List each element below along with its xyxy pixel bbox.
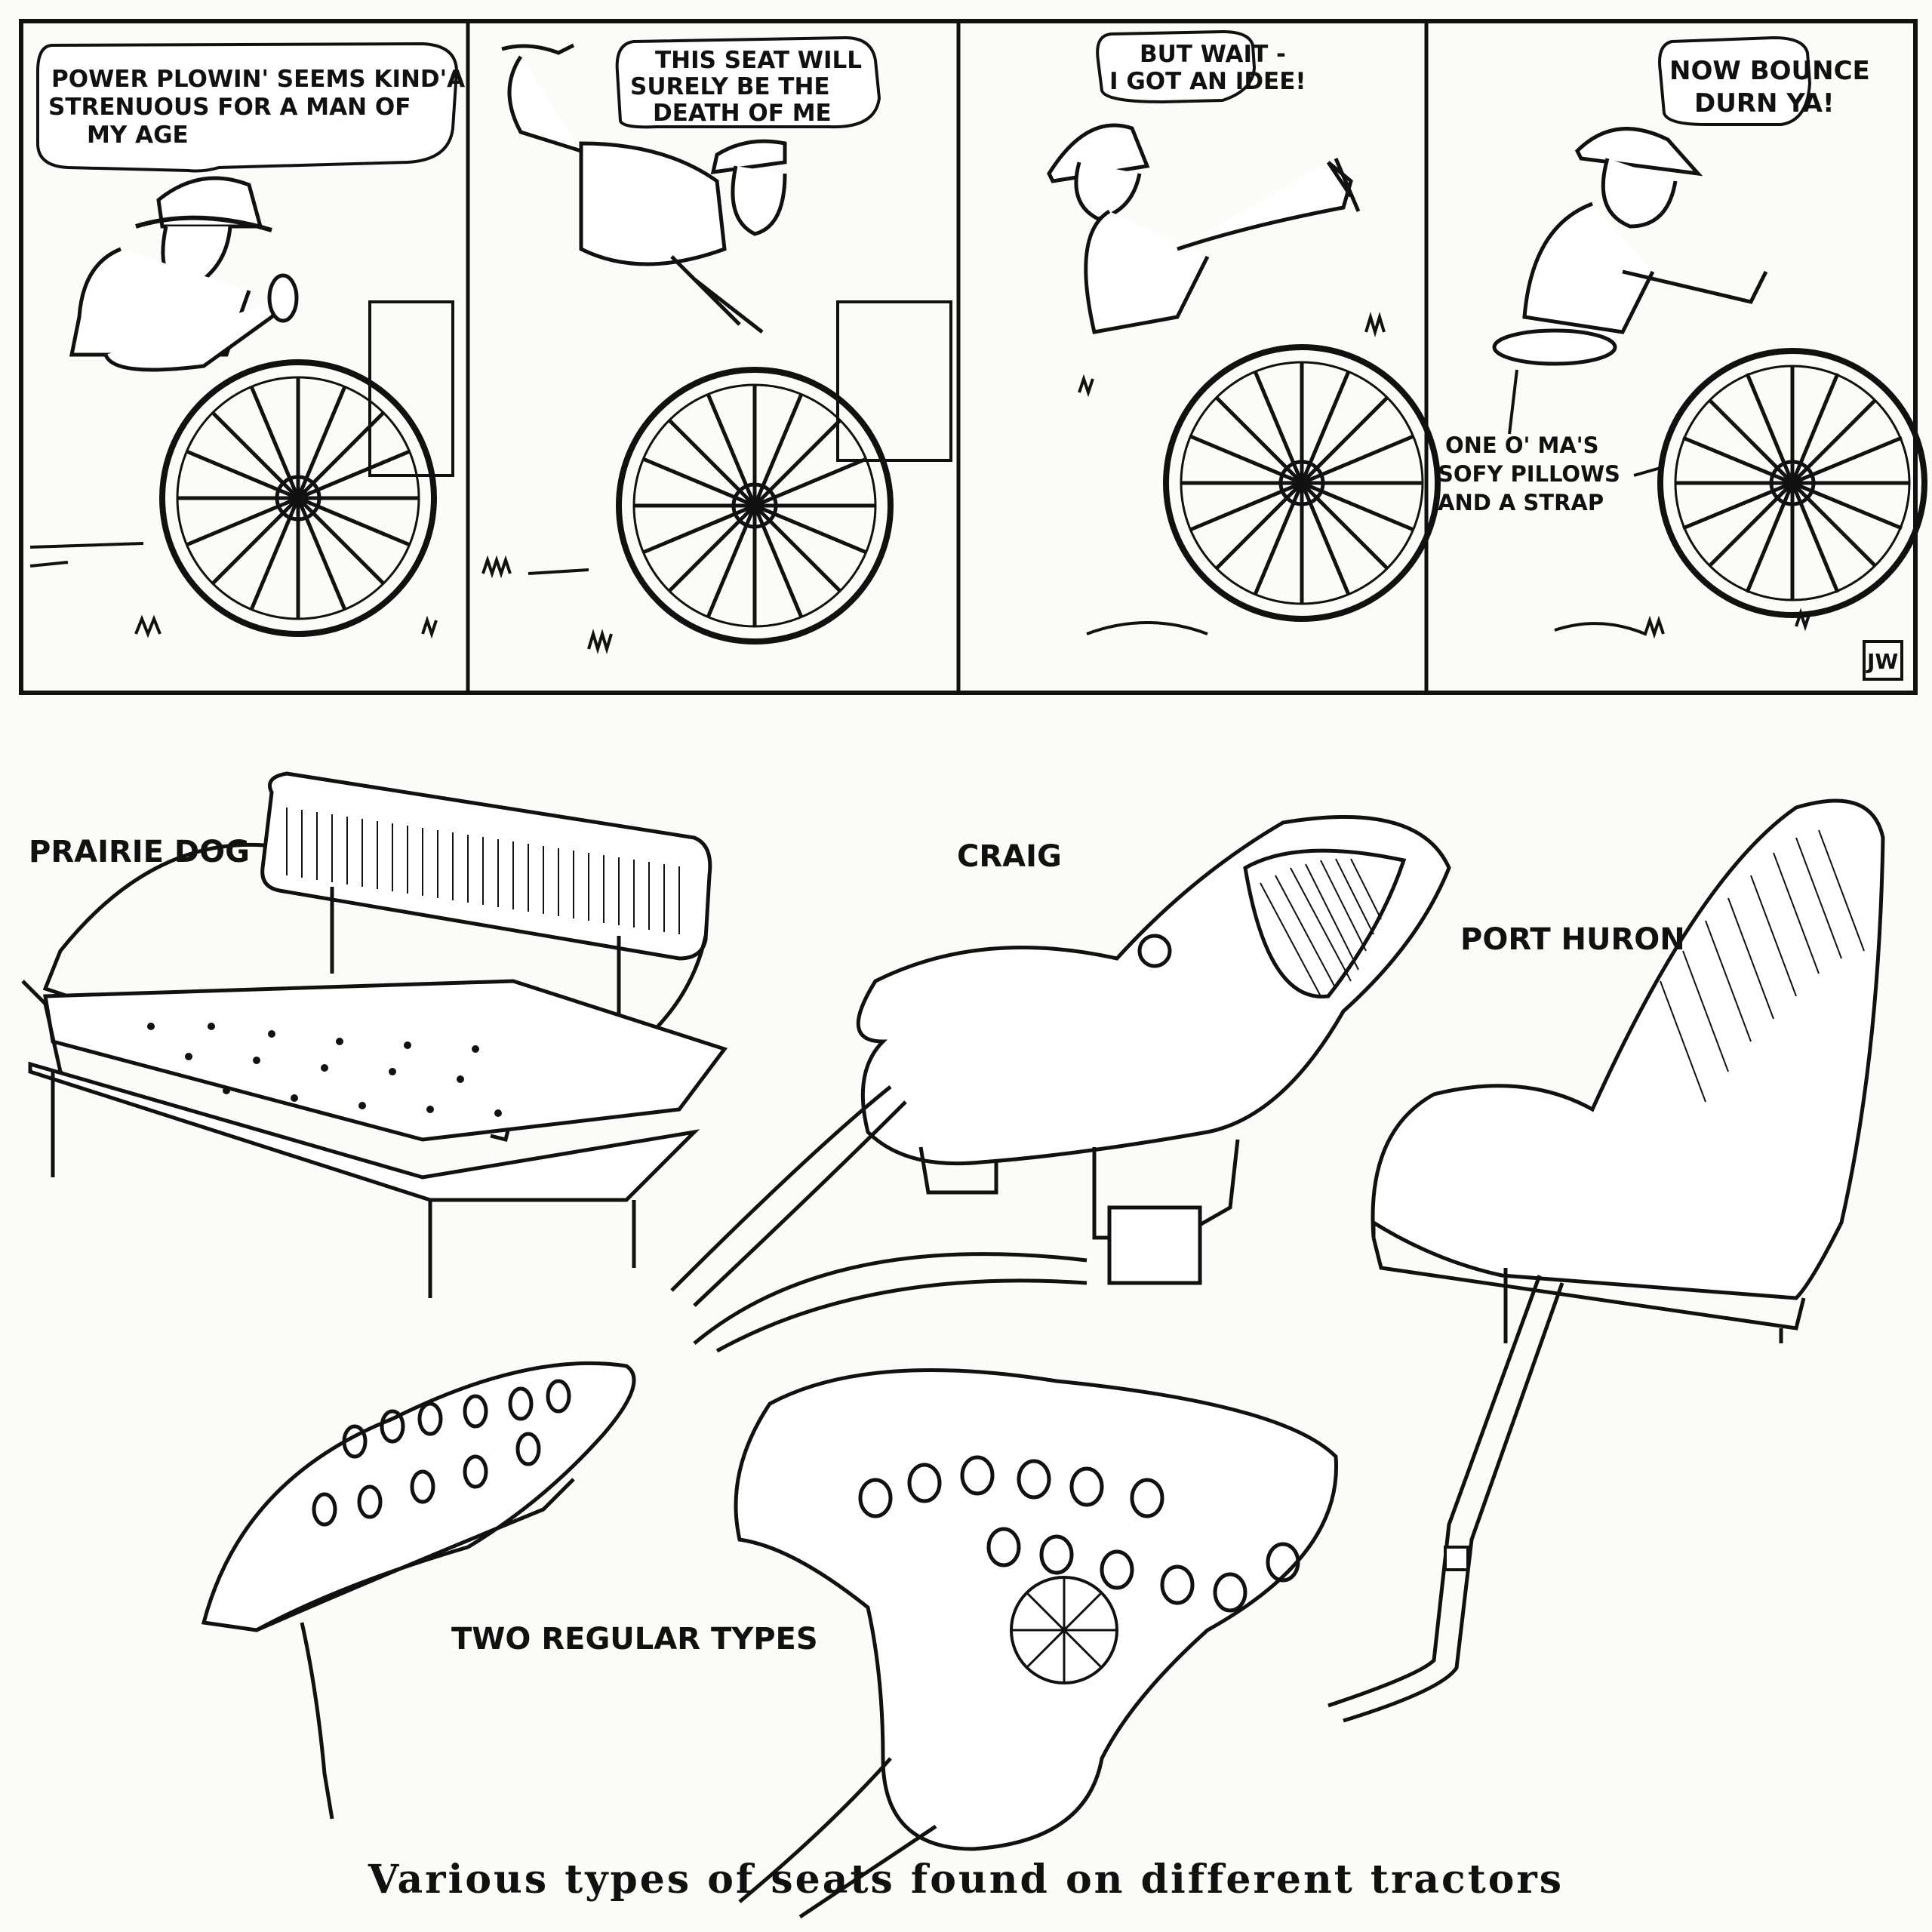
tractor-wheel: [616, 367, 894, 645]
farmer-figure: [501, 43, 787, 334]
craig-label: CRAIG: [957, 839, 1062, 874]
speech-line: DEATH OF ME: [653, 100, 832, 127]
speech-line: POWER PLOWIN' SEEMS KIND'A: [51, 66, 465, 93]
speech-line: NOW BOUNCE: [1669, 56, 1870, 86]
ground-grass: [1554, 608, 1811, 639]
regular-types-label: TWO REGULAR TYPES: [451, 1622, 818, 1657]
pillow-label-line: SOFY PILLOWS: [1438, 461, 1620, 487]
speech-line: THIS SEAT WILL: [655, 47, 862, 74]
tractor-wheel: [159, 359, 437, 637]
tractor-body: [836, 300, 952, 462]
figure-caption: Various types of seats found on differen…: [368, 1857, 1564, 1903]
comic-panel-2: THIS SEAT WILL SURELY BE THE DEATH OF ME: [481, 35, 952, 654]
regular-seat-large-drawing: [734, 1367, 1339, 1919]
prairie-dog-label: PRAIRIE DOG: [29, 835, 250, 869]
pillow-label-line: ONE O' MA'S: [1445, 432, 1599, 458]
comic-strip: [19, 19, 1918, 695]
comic-panel-3: BUT WAIT - I GOT AN IDEE!: [1047, 29, 1441, 635]
regular-seat-small-drawing: [201, 1361, 636, 1820]
port-huron-seat-drawing: [1327, 798, 1885, 1723]
ground-grass: [1078, 312, 1386, 635]
ground-grass: [481, 555, 613, 654]
speech-bubble: [615, 35, 881, 129]
prairie-dog-seat-drawing: [21, 771, 728, 1298]
speech-bubble: [36, 42, 459, 173]
port-huron-label: PORT HURON: [1460, 922, 1685, 957]
comic-panel-4: NOW BOUNCE DURN YA! ONE O' MA'S SOFY PIL…: [1438, 35, 1927, 681]
tractor-body: [368, 300, 454, 477]
farmer-figure: [69, 176, 299, 372]
pointer-line: [1508, 369, 1661, 477]
comic-panel-1: POWER PLOWIN' SEEMS KIND'A STRENUOUS FOR…: [29, 42, 465, 639]
farmer-figure: [1047, 123, 1361, 334]
pillow-cushion: [1492, 328, 1617, 366]
speech-line: I GOT AN IDEE!: [1109, 68, 1306, 95]
speech-line: SURELY BE THE: [630, 73, 830, 100]
artist-signature: JW: [1863, 640, 1903, 681]
tractor-wheel: [1163, 344, 1441, 622]
tractor-wheel: [1657, 348, 1927, 618]
farmer-figure: [1492, 127, 1768, 366]
speech-bubble: [1658, 35, 1812, 126]
button-tufts: [147, 1023, 502, 1117]
craig-seat-drawing: [670, 815, 1451, 1353]
seat-holes: [858, 1455, 1300, 1613]
speech-line: DURN YA!: [1694, 88, 1835, 118]
strip-border: [19, 19, 1918, 695]
speech-line: STRENUOUS FOR A MAN OF: [48, 94, 411, 121]
speech-line: MY AGE: [87, 122, 189, 149]
ground-grass: [29, 542, 438, 639]
pillow-label-line: AND A STRAP: [1438, 490, 1604, 515]
speech-bubble: [1096, 29, 1257, 104]
seat-holes: [312, 1379, 571, 1527]
svg-text:JW: JW: [1866, 649, 1898, 674]
speech-line: BUT WAIT -: [1140, 41, 1286, 68]
